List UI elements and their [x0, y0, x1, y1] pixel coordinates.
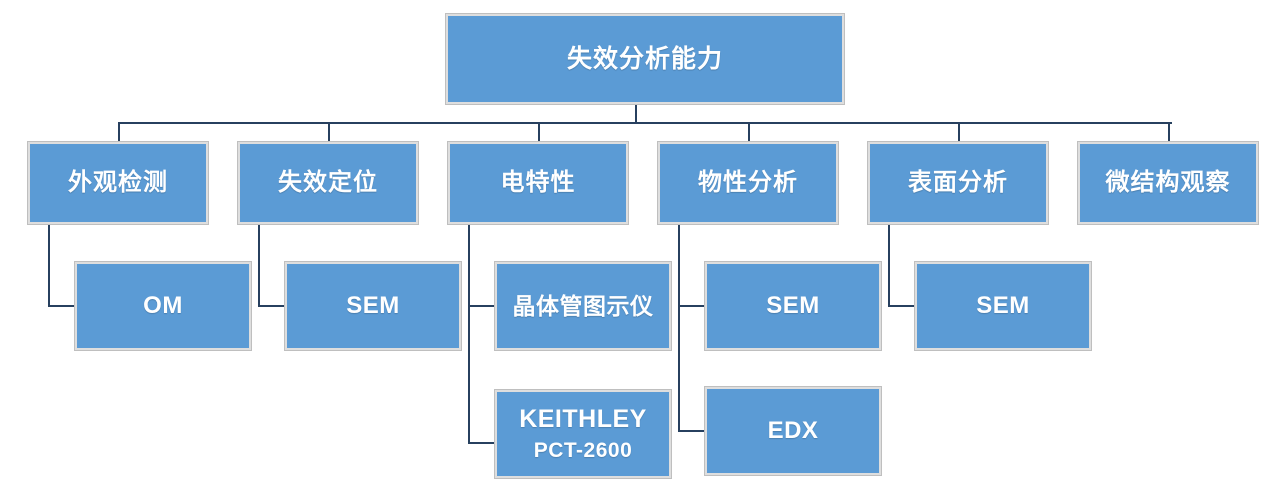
connector-branch-transistor-curve-tracer	[468, 305, 497, 307]
connector-spine-surface-analysis	[888, 222, 890, 307]
connector-spine-appearance-inspection	[48, 222, 50, 307]
node-sem-surface-analysis[interactable]: SEM	[914, 261, 1092, 351]
node-keithley-pct-2600[interactable]: KEITHLEY PCT-2600	[494, 389, 672, 479]
connector-branch-edx	[678, 430, 707, 432]
node-failure-localization[interactable]: 失效定位	[237, 141, 419, 225]
connector-spine-physical-property-analysis	[678, 222, 680, 432]
node-label: 物性分析	[698, 169, 798, 197]
node-label: 电特性	[500, 169, 576, 197]
node-label: OM	[143, 292, 183, 320]
node-label-line2: PCT-2600	[533, 439, 633, 463]
node-label: 晶体管图示仪	[512, 292, 654, 319]
connector-drop-surface-analysis	[958, 122, 960, 144]
connector-drop-appearance-inspection	[118, 122, 120, 144]
node-sem-failure-localization[interactable]: SEM	[284, 261, 462, 351]
node-edx[interactable]: EDX	[704, 386, 882, 476]
node-sem-physical-property[interactable]: SEM	[704, 261, 882, 351]
node-root-failure-analysis-capability[interactable]: 失效分析能力	[445, 13, 845, 105]
connector-root-bus	[118, 122, 1172, 124]
connector-branch-sem-failure-localization	[258, 305, 287, 307]
node-label: SEM	[766, 292, 820, 320]
node-transistor-curve-tracer[interactable]: 晶体管图示仪	[494, 261, 672, 351]
node-physical-property-analysis[interactable]: 物性分析	[657, 141, 839, 225]
connector-drop-physical-property-analysis	[748, 122, 750, 144]
node-label: SEM	[346, 292, 400, 320]
connector-branch-sem-surface-analysis	[888, 305, 917, 307]
connector-spine-electrical-characteristics	[468, 222, 470, 444]
node-microstructure-observation[interactable]: 微结构观察	[1077, 141, 1259, 225]
connector-branch-keithley-pct-2600	[468, 442, 497, 444]
connector-branch-om	[48, 305, 77, 307]
connector-branch-sem-physical-property	[678, 305, 707, 307]
node-electrical-characteristics[interactable]: 电特性	[447, 141, 629, 225]
connector-spine-failure-localization	[258, 222, 260, 307]
connector-drop-failure-localization	[328, 122, 330, 144]
connector-drop-electrical-characteristics	[538, 122, 540, 144]
node-label: EDX	[767, 417, 819, 445]
node-label: 表面分析	[908, 169, 1008, 197]
node-label-line1: KEITHLEY	[519, 404, 647, 433]
node-label: 失效定位	[278, 169, 378, 197]
node-label: 外观检测	[68, 169, 168, 197]
node-appearance-inspection[interactable]: 外观检测	[27, 141, 209, 225]
node-label: SEM	[976, 292, 1030, 320]
node-om[interactable]: OM	[74, 261, 252, 351]
connector-drop-microstructure-observation	[1168, 122, 1170, 144]
node-surface-analysis[interactable]: 表面分析	[867, 141, 1049, 225]
node-label: 微结构观察	[1105, 169, 1231, 197]
node-label: 失效分析能力	[566, 44, 723, 73]
connector-root-stem	[635, 104, 637, 124]
